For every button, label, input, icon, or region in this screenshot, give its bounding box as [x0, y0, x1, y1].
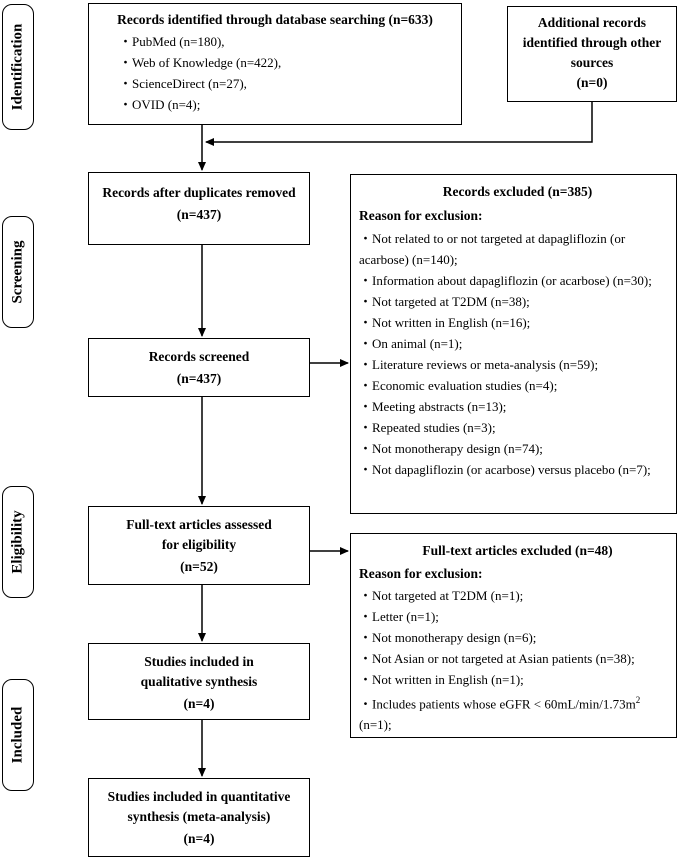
fulltext-exclusion-reason: ・Not monotherapy design (n=6);	[359, 630, 537, 645]
qualitative-line2: qualitative synthesis	[140, 674, 258, 689]
exclusion-reason: ・Not related to or not targeted at dapag…	[359, 231, 626, 246]
stage-screening-label: Screening	[9, 240, 26, 304]
fulltext-line1: Full-text articles assessed	[126, 517, 272, 532]
stage-included: Included	[2, 679, 34, 791]
fulltext-line2: for eligibility	[161, 537, 237, 552]
exclusion-reason: ・Not monotherapy design (n=74);	[359, 441, 543, 456]
stage-eligibility: Eligibility	[2, 486, 34, 598]
fulltext-exclusion-reason: ・Letter (n=1);	[359, 609, 439, 624]
duplicates-removed-box: Records after duplicates removed (n=437)	[88, 172, 310, 245]
screened-count: (n=437)	[176, 371, 222, 386]
fulltext-excluded-box: Full-text articles excluded (n=48) Reaso…	[350, 533, 677, 738]
egfr-superscript: 2	[635, 695, 641, 705]
fulltext-exclusion-reason: ・Not targeted at T2DM (n=1);	[359, 588, 524, 603]
exclusion-reason: ・Not dapagliflozin (or acarbose) versus …	[359, 462, 651, 477]
stage-identification: Identification	[2, 4, 34, 130]
additional-count: (n=0)	[576, 75, 608, 90]
exclusion-reason: ・Literature reviews or meta-analysis (n=…	[359, 357, 599, 372]
records-screened-box: Records screened (n=437)	[88, 338, 310, 397]
fulltext-assessed-box: Full-text articles assessed for eligibil…	[88, 506, 310, 585]
records-identified-title: Records identified through database sear…	[117, 12, 433, 27]
fulltext-excluded-title: Full-text articles excluded (n=48)	[422, 543, 613, 558]
records-excluded-box: Records excluded (n=385) Reason for excl…	[350, 174, 677, 514]
source-item: ・OVID (n=4);	[119, 97, 201, 112]
quantitative-line2: synthesis (meta-analysis)	[127, 809, 271, 824]
fulltext-exclusion-reason-egfr: ・Includes patients whose eGFR < 60mL/min…	[359, 690, 676, 714]
source-item: ・Web of Knowledge (n=422),	[119, 55, 282, 70]
stage-included-label: Included	[9, 706, 26, 764]
exclusion-reason: ・Repeated studies (n=3);	[359, 420, 496, 435]
quantitative-synthesis-box: Studies included in quantitative synthes…	[88, 778, 310, 857]
screened-title: Records screened	[148, 349, 250, 364]
exclusion-reason: ・Economic evaluation studies (n=4);	[359, 378, 558, 393]
records-excluded-reason-label: Reason for exclusion:	[359, 208, 483, 223]
stage-eligibility-label: Eligibility	[9, 510, 26, 574]
fulltext-exclusion-reason: ・Not written in English (n=1);	[359, 672, 524, 687]
fulltext-count: (n=52)	[180, 559, 218, 574]
exclusion-reason: ・Not written in English (n=16);	[359, 315, 531, 330]
fulltext-exclusion-reason: ・Not Asian or not targeted at Asian pati…	[359, 651, 635, 666]
quantitative-count: (n=4)	[183, 831, 215, 846]
exclusion-reason: ・Not targeted at T2DM (n=38);	[359, 294, 530, 309]
additional-records-box: Additional records identified through ot…	[507, 6, 677, 102]
additional-line2: identified through other	[522, 35, 662, 50]
exclusion-reason: ・On animal (n=1);	[359, 336, 463, 351]
records-excluded-title: Records excluded (n=385)	[442, 184, 593, 199]
duplicates-count: (n=437)	[176, 207, 222, 222]
records-identified-box: Records identified through database sear…	[88, 3, 462, 125]
additional-line3: sources	[570, 55, 614, 70]
stage-screening: Screening	[2, 216, 34, 328]
exclusion-reason: ・Information about dapagliflozin (or aca…	[359, 273, 652, 288]
egfr-count: (n=1);	[359, 717, 392, 733]
exclusion-reason: ・Meeting abstracts (n=13);	[359, 399, 507, 414]
source-item: ・PubMed (n=180),	[119, 34, 225, 49]
quantitative-line1: Studies included in quantitative	[107, 789, 291, 804]
additional-line1: Additional records	[537, 15, 647, 30]
source-item: ・ScienceDirect (n=27),	[119, 76, 247, 91]
duplicates-title: Records after duplicates removed	[102, 185, 296, 200]
qualitative-line1: Studies included in	[144, 654, 254, 669]
fulltext-excluded-reason-label: Reason for exclusion:	[359, 566, 483, 581]
egfr-text: ・Includes patients whose eGFR < 60mL/min…	[359, 696, 636, 712]
qualitative-synthesis-box: Studies included in qualitative synthesi…	[88, 643, 310, 720]
exclusion-reason: acarbose) (n=140);	[359, 252, 458, 267]
qualitative-count: (n=4)	[183, 696, 215, 711]
stage-identification-label: Identification	[9, 23, 26, 111]
